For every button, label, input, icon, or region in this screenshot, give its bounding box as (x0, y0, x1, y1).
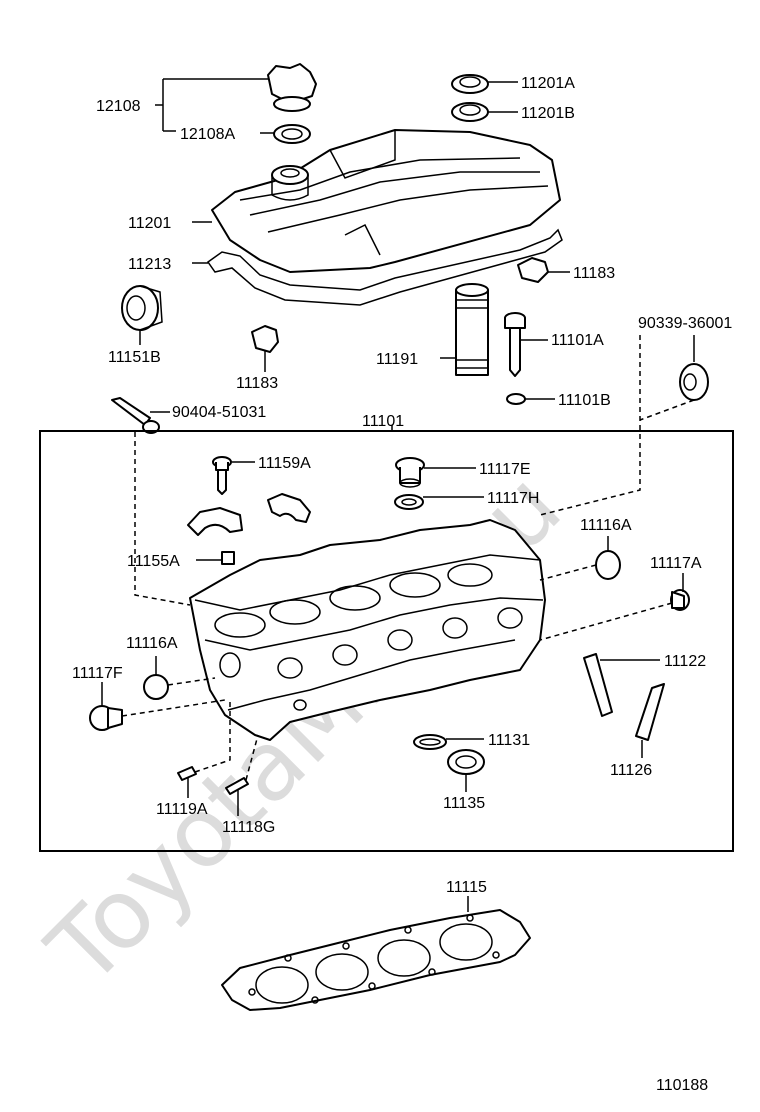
cup-plug-left (143, 674, 169, 700)
label-90404-51031: 90404-51031 (172, 404, 266, 421)
plug-11117f (89, 705, 123, 731)
leader-lines (101, 78, 695, 912)
label-11213: 11213 (128, 256, 171, 273)
label-11117e: 11117E (479, 461, 531, 478)
label-11117h: 11117H (487, 490, 539, 507)
label-11117a: 11117A (650, 555, 702, 572)
label-11201b: 11201B (521, 105, 575, 122)
label-11122: 11122 (664, 653, 706, 670)
plug-90339 (679, 363, 709, 401)
label-11151b: 11151B (108, 349, 161, 366)
label-11183-left: 11183 (236, 375, 278, 392)
label-11155a: 11155A (127, 553, 180, 570)
stud-bolt (111, 397, 160, 434)
cam-cap-bolt (212, 456, 232, 495)
washer (506, 393, 526, 405)
label-11117f: 11117F (72, 665, 123, 682)
cup-plug-right (595, 550, 621, 580)
valve-cover-gasket (206, 228, 563, 306)
head-gasket (221, 909, 531, 1011)
label-11119a: 11119A (156, 801, 208, 818)
oil-filler-cap (267, 63, 317, 112)
spark-plug-tube (455, 283, 489, 376)
grommet-11201a (451, 74, 489, 94)
label-12108: 12108 (96, 98, 141, 115)
part-labels: 12108 12108A 11201A 11201B 11201 11213 1… (72, 75, 732, 896)
dowel-pin (221, 551, 235, 565)
grommet-11201b (451, 102, 489, 122)
straight-pin-11118g (225, 777, 249, 795)
assembly-lines (121, 335, 695, 781)
label-11118g: 11118G (222, 819, 275, 836)
cap-gasket (273, 124, 311, 144)
label-11101: 11101 (362, 413, 404, 430)
half-moon-plug-right (517, 257, 549, 283)
plug-11117a (670, 589, 690, 611)
diagram-code: 110188 (656, 1077, 708, 1094)
half-moon-plug-left (251, 325, 279, 353)
valve-guide-intake (583, 653, 613, 717)
label-11126: 11126 (610, 762, 652, 779)
label-11135: 11135 (443, 795, 485, 812)
label-11116a-right: 11116A (580, 517, 632, 534)
label-11201a: 11201A (521, 75, 575, 92)
cam-cap-right (267, 493, 311, 523)
straight-pin-11119a (177, 766, 197, 781)
valve-cover (211, 129, 561, 273)
label-11191: 11191 (376, 351, 418, 368)
oil-seal (121, 285, 163, 331)
label-11131: 11131 (488, 732, 530, 749)
label-11201: 11201 (128, 215, 171, 232)
label-11101b: 11101B (558, 392, 611, 409)
o-ring (447, 749, 485, 775)
cylinder-head-box (39, 430, 734, 852)
snap-ring (413, 734, 447, 750)
cam-cap-left (187, 507, 243, 536)
label-90339-36001: 90339-36001 (638, 315, 732, 332)
label-11159a: 11159A (258, 455, 311, 472)
label-11183-right: 11183 (573, 265, 615, 282)
plug-11117e (395, 457, 425, 488)
valve-guide-exhaust (635, 683, 665, 741)
label-11116a-left: 11116A (126, 635, 178, 652)
gasket-11117h (394, 494, 424, 510)
head-bolt (504, 312, 526, 377)
label-11101a: 11101A (551, 332, 604, 349)
label-12108a: 12108A (180, 126, 235, 143)
label-11115: 11115 (446, 879, 487, 896)
